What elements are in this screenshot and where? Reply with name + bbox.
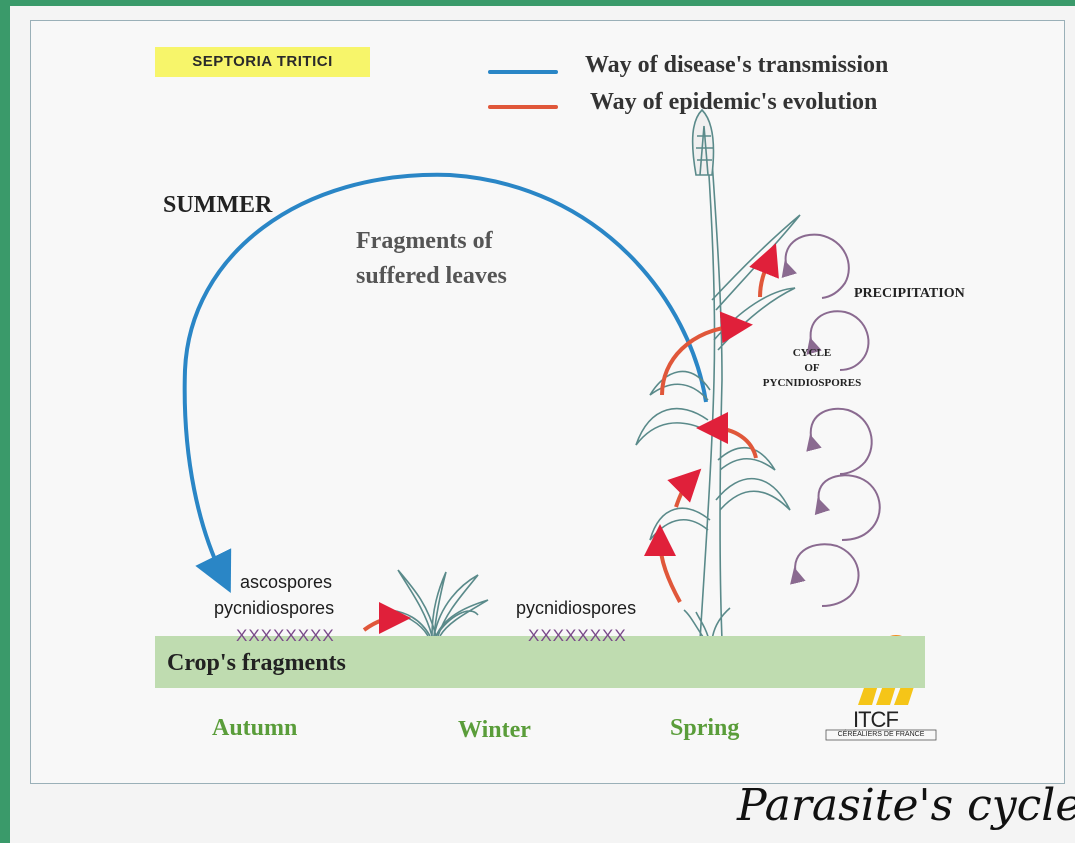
cycle-label-line3: PYCNIDIOSPORES (742, 376, 882, 391)
xmarks-left: XXXXXXXX (236, 626, 335, 646)
fragments-label-line1: Fragments of (356, 228, 493, 255)
footer-caption: Parasite's cycle (737, 780, 1075, 831)
evolution-arrow-2 (676, 480, 690, 507)
cycle-label-line1: CYCLE (742, 346, 882, 361)
evolution-arrows (364, 258, 770, 630)
fragments-label-line2: suffered leaves (356, 263, 507, 290)
evolution-arrow-5 (760, 258, 770, 297)
legend-transmission-label: Way of disease's transmission (585, 52, 888, 79)
diagram-title: SEPTORIA TRITICI (155, 47, 370, 77)
winter-plant-icon (390, 570, 488, 636)
cycle-label: CYCLE OF PYCNIDIOSPORES (742, 346, 882, 391)
itcf-logo-name: ITCF (853, 707, 898, 733)
cycle-label-line2: OF (742, 361, 882, 376)
season-autumn: Autumn (212, 715, 297, 742)
itcf-logo-tagline: CÉRÉALIERS DE FRANCE (828, 731, 934, 738)
evolution-arrow-winter (364, 618, 395, 630)
crop-fragments-label: Crop's fragments (167, 650, 346, 677)
pycnidiospores-mid-label: pycnidiospores (516, 598, 636, 619)
ascospores-label: ascospores (240, 572, 332, 593)
evolution-arrow-1 (660, 540, 680, 602)
evolution-arrow-3 (712, 428, 756, 458)
season-spring: Spring (670, 715, 739, 742)
summer-label: SUMMER (163, 192, 272, 219)
legend-evolution-label: Way of epidemic's evolution (590, 89, 877, 116)
season-winter: Winter (458, 717, 531, 744)
precipitation-label: PRECIPITATION (854, 286, 965, 302)
xmarks-mid: XXXXXXXX (528, 626, 627, 646)
pycnidiospores-left-label: pycnidiospores (214, 598, 334, 619)
